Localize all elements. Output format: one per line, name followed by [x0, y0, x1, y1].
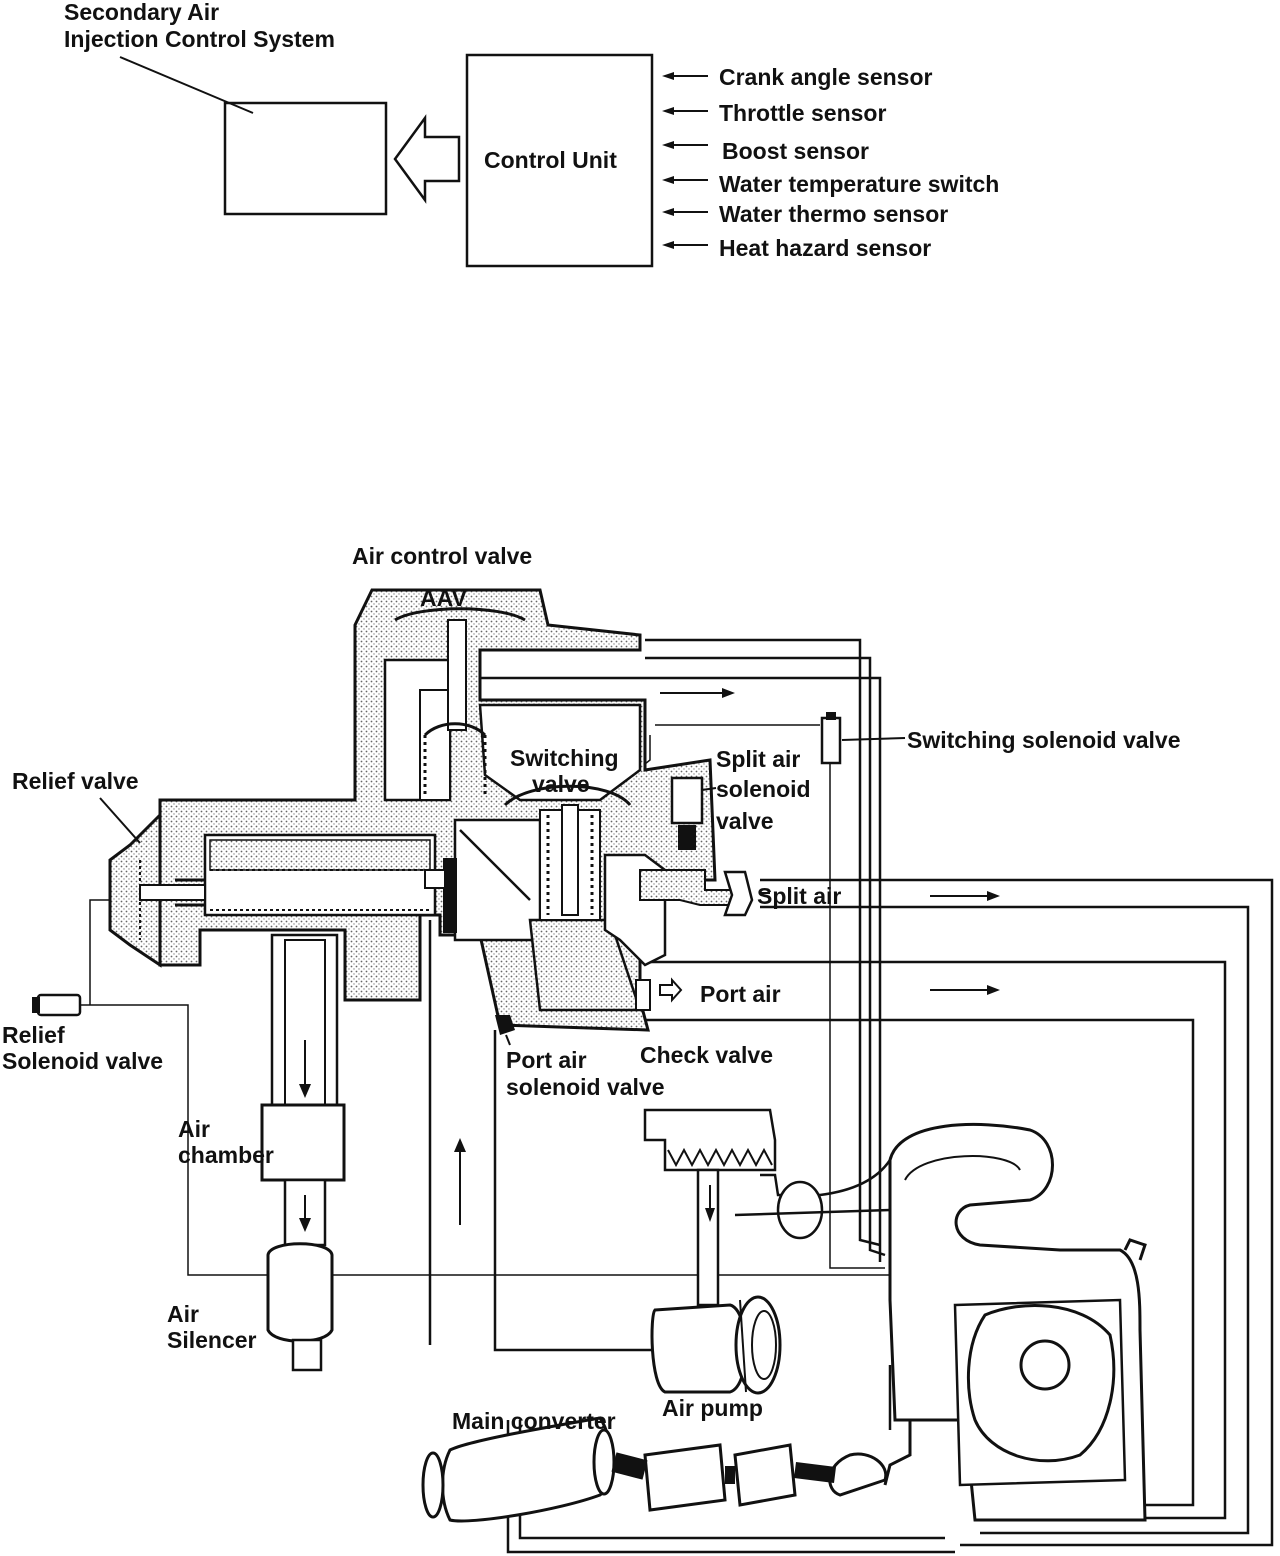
sensor-boost: Boost sensor — [722, 138, 869, 164]
rotary-engine — [734, 1122, 1147, 1522]
valve-housing — [108, 588, 842, 1035]
injection-system-box — [223, 101, 388, 216]
label-port-air-solenoid-2: solenoid valve — [506, 1074, 665, 1100]
air-pump-assembly — [643, 1108, 824, 1395]
block-diagram: Secondary Air Injection Control System C… — [64, 0, 999, 268]
label-relief-solenoid-1: Relief — [2, 1022, 65, 1048]
relief-solenoid — [32, 993, 82, 1017]
label-relief-solenoid-2: Solenoid valve — [2, 1048, 163, 1074]
label-split-air-solenoid-2: solenoid — [716, 776, 811, 802]
system-label-line1: Secondary Air — [64, 0, 219, 25]
control-unit-box — [465, 53, 654, 268]
air-injection-schematic: Air control valve AAV Switching valve Sw… — [2, 543, 1274, 1554]
label-air-silencer-1: Air — [167, 1301, 199, 1327]
system-label-line2: Injection Control System — [64, 26, 335, 52]
label-split-air-solenoid-1: Split air — [716, 746, 800, 772]
sensor-heat-hazard: Heat hazard sensor — [719, 235, 931, 261]
label-air-chamber-1: Air — [178, 1116, 210, 1142]
label-switching-solenoid-valve: Switching solenoid valve — [907, 727, 1181, 753]
output-arrow — [393, 114, 461, 204]
label-port-air: Port air — [700, 981, 781, 1007]
label-split-air-solenoid-3: valve — [716, 808, 774, 834]
sensor-inputs: Crank angle sensor Throttle sensor Boost… — [662, 64, 999, 261]
air-chamber-silencer — [260, 933, 346, 1372]
sensor-water-temperature: Water temperature switch — [719, 171, 999, 197]
label-air-chamber-2: chamber — [178, 1142, 274, 1168]
control-unit-label: Control Unit — [484, 147, 617, 173]
system-leader-line — [119, 56, 254, 114]
label-port-air-solenoid-1: Port air — [506, 1047, 587, 1073]
label-switching-valve-2: valve — [532, 771, 590, 797]
label-air-pump: Air pump — [662, 1395, 763, 1421]
label-air-control-valve: Air control valve — [352, 543, 532, 569]
sensor-throttle: Throttle sensor — [719, 100, 886, 126]
exhaust-converter — [421, 1365, 912, 1523]
label-check-valve: Check valve — [640, 1042, 773, 1068]
label-air-silencer-2: Silencer — [167, 1327, 257, 1353]
sensor-crank-angle: Crank angle sensor — [719, 64, 933, 90]
sensor-water-thermo: Water thermo sensor — [719, 201, 948, 227]
label-split-air: Split air — [757, 883, 841, 909]
label-relief-valve: Relief valve — [12, 768, 139, 794]
flow-arrows — [659, 688, 1000, 1003]
label-leaders — [99, 737, 906, 1046]
label-aav: AAV — [420, 585, 468, 611]
label-switching-valve-1: Switching — [510, 745, 619, 771]
label-main-converter: Main converter — [452, 1408, 616, 1434]
